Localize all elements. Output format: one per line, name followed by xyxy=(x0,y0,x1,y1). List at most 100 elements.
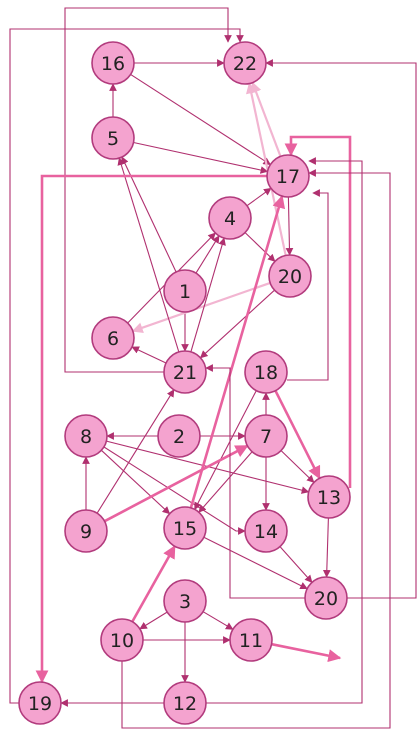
node-circle xyxy=(163,579,207,623)
edge-9-to-21 xyxy=(96,389,175,514)
node-label: 22 xyxy=(233,53,257,75)
edge-20a-to-21 xyxy=(199,289,275,359)
edge-20a-to-6 xyxy=(131,281,271,334)
edge-4-to-17 xyxy=(246,187,272,207)
node-13[interactable]: 13 xyxy=(307,475,351,519)
node-19[interactable]: 19 xyxy=(18,681,62,725)
node-label: 7 xyxy=(260,426,272,448)
node-circle xyxy=(163,681,207,725)
edge-14-to-20b xyxy=(279,546,313,583)
node-label: 12 xyxy=(173,693,197,715)
edge-7-to-13 xyxy=(280,450,315,483)
node-7[interactable]: 7 xyxy=(244,414,288,458)
edge-21-to-6 xyxy=(131,346,167,364)
node-circle xyxy=(18,681,62,725)
node-21[interactable]: 21 xyxy=(163,350,207,394)
node-label: 16 xyxy=(101,53,125,75)
node-label: 2 xyxy=(173,426,185,448)
node-18[interactable]: 18 xyxy=(244,350,288,394)
edge-20b-to-21 xyxy=(205,364,305,599)
node-17[interactable]: 17 xyxy=(266,154,310,198)
node-circle xyxy=(100,618,144,662)
node-label: 21 xyxy=(173,362,197,384)
node-label: 10 xyxy=(110,630,134,652)
edge-8-to-15 xyxy=(101,449,171,515)
edge-4-to-20a xyxy=(244,232,276,262)
edge-19-to-22 xyxy=(9,28,244,704)
node-label: 11 xyxy=(239,630,263,652)
edge-17-to-19 xyxy=(35,174,267,684)
node-15[interactable]: 15 xyxy=(163,506,207,550)
node-circle xyxy=(223,41,267,85)
edge-15-to-20b xyxy=(203,536,308,590)
edge-11-to-out xyxy=(271,642,342,663)
node-12[interactable]: 12 xyxy=(163,681,207,725)
node-circle xyxy=(163,269,207,313)
edge-3-to-11 xyxy=(202,611,234,630)
edge-17-to-22 xyxy=(250,81,282,157)
edge-13-to-20b xyxy=(322,517,331,578)
edge-20b-to-22 xyxy=(265,59,417,599)
node-circle xyxy=(229,618,273,662)
node-label: 14 xyxy=(254,521,278,543)
node-9[interactable]: 9 xyxy=(64,509,108,553)
edge-16-to-17 xyxy=(130,73,272,166)
node-16[interactable]: 16 xyxy=(91,41,135,85)
edge-18-to-15 xyxy=(194,390,257,511)
nodes-layer: 16 22 5 17 4 1 20 6 21 18 8 2 7 13 9 15 14 3 20 10 11 19 12 xyxy=(18,41,351,725)
edge-18-to-13 xyxy=(274,390,321,480)
node-circle xyxy=(208,196,252,240)
node-circle xyxy=(304,576,348,620)
node-label: 20 xyxy=(314,588,338,610)
edge-21-to-4 xyxy=(190,237,226,352)
node-label: 19 xyxy=(28,693,52,715)
node-22[interactable]: 22 xyxy=(223,41,267,85)
node-label: 6 xyxy=(107,328,119,350)
edge-7-to-15 xyxy=(198,451,253,513)
node-circle xyxy=(244,509,288,553)
node-circle xyxy=(244,414,288,458)
node-circle xyxy=(268,254,312,298)
node-label: 4 xyxy=(224,208,236,230)
edge-1-to-4 xyxy=(195,235,220,274)
node-circle xyxy=(91,41,135,85)
node-circle xyxy=(307,475,351,519)
node-8[interactable]: 8 xyxy=(64,414,108,458)
node-4[interactable]: 4 xyxy=(208,196,252,240)
node-circle xyxy=(91,316,135,360)
node-label: 9 xyxy=(80,521,92,543)
edge-10-to-15 xyxy=(131,545,176,623)
edge-9-to-7 xyxy=(103,444,249,523)
node-6[interactable]: 6 xyxy=(91,316,135,360)
node-label: 17 xyxy=(276,166,300,188)
edge-21-to-22 xyxy=(64,7,232,373)
node-3[interactable]: 3 xyxy=(163,579,207,623)
node-circle xyxy=(244,350,288,394)
edge-3-to-10 xyxy=(139,611,168,630)
node-circle xyxy=(157,414,201,458)
edge-18-to-17 xyxy=(287,189,329,381)
node-label: 5 xyxy=(107,128,119,150)
node-label: 15 xyxy=(173,518,197,540)
node-circle xyxy=(91,116,135,160)
edge-21-to-5 xyxy=(117,157,180,353)
node-label: 8 xyxy=(80,426,92,448)
node-10[interactable]: 10 xyxy=(100,618,144,662)
edges-layer xyxy=(9,7,417,729)
node-20b[interactable]: 20 xyxy=(304,576,348,620)
node-circle xyxy=(163,350,207,394)
node-1[interactable]: 1 xyxy=(163,269,207,313)
node-14[interactable]: 14 xyxy=(244,509,288,553)
node-label: 13 xyxy=(317,487,341,509)
node-circle xyxy=(266,154,310,198)
node-11[interactable]: 11 xyxy=(229,618,273,662)
edge-13-to-17 xyxy=(284,135,352,488)
node-5[interactable]: 5 xyxy=(91,116,135,160)
node-label: 18 xyxy=(254,362,278,384)
edge-5-to-17 xyxy=(133,141,269,174)
edge-10-to-17 xyxy=(121,169,391,729)
node-circle xyxy=(64,509,108,553)
node-2[interactable]: 2 xyxy=(157,414,201,458)
node-20a[interactable]: 20 xyxy=(268,254,312,298)
